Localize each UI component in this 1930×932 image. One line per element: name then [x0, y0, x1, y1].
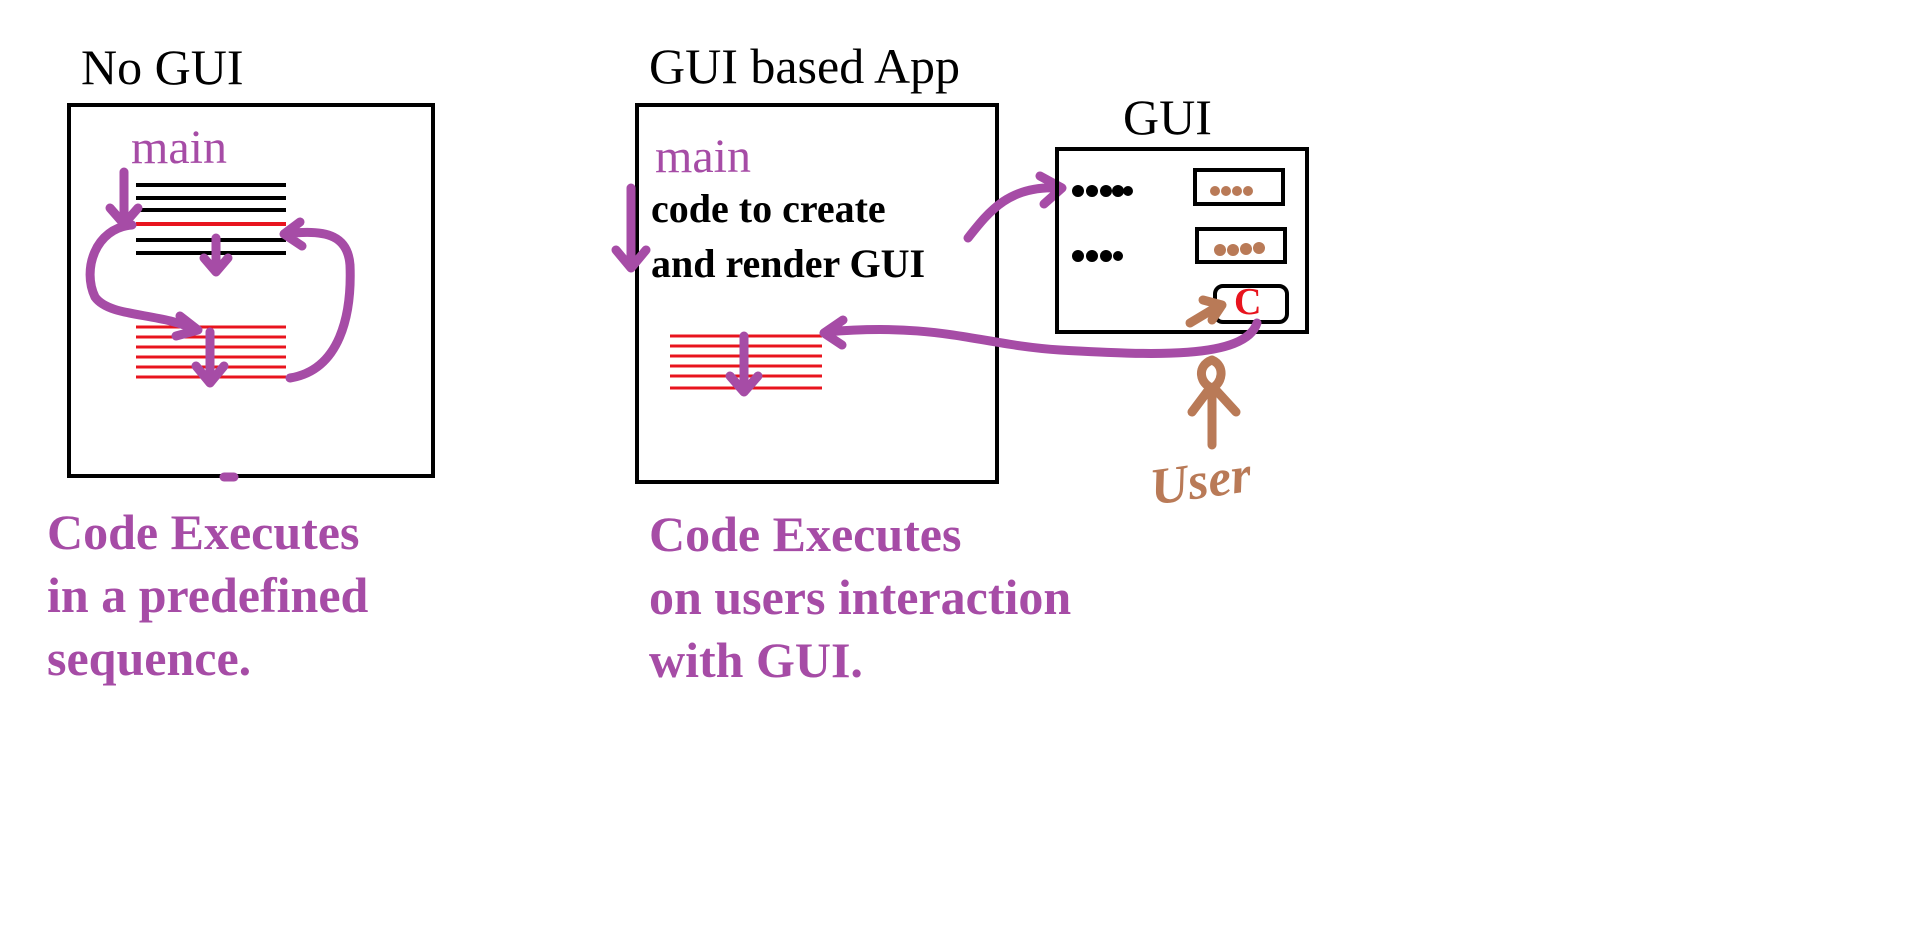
gui-app-handler-arrow [725, 331, 763, 397]
gui-app-panel: GUI based App main code to create and re… [611, 38, 1071, 688]
no-gui-black-code-lines [136, 183, 286, 255]
gui-window: GUI [1055, 89, 1309, 334]
user-label: User [1147, 446, 1256, 517]
no-gui-panel: No GUI main [47, 39, 435, 686]
gui-app-code-line2: and render GUI [651, 241, 925, 286]
gui-app-caption: Code Executes on users interaction with … [649, 506, 1071, 688]
gui-app-caption-line2: on users interaction [649, 569, 1071, 625]
no-gui-caption: Code Executes in a predefined sequence. [47, 504, 369, 686]
no-gui-main-label: main [131, 121, 227, 174]
gui-window-frame [1055, 147, 1309, 334]
user-figure [1185, 295, 1241, 450]
gui-text-field-2-content [1214, 242, 1265, 256]
flow-loop-right [279, 217, 355, 383]
no-gui-title: No GUI [81, 39, 243, 95]
gui-app-caption-line3: with GUI. [649, 632, 863, 688]
gui-app-start-arrow [611, 183, 651, 273]
gui-window-title: GUI [1123, 89, 1212, 145]
no-gui-caption-line3: sequence. [47, 630, 251, 686]
render-gui-arrow [963, 171, 1067, 243]
event-callback-arrow [819, 315, 1262, 358]
flow-arrow-down-3 [191, 327, 229, 388]
gui-label-2 [1072, 250, 1123, 262]
gui-app-main-label: main [655, 130, 751, 183]
gui-app-caption-line1: Code Executes [649, 506, 961, 562]
flow-loop-left [85, 220, 203, 341]
gui-app-code-line1: code to create [651, 186, 886, 231]
flow-arrow-down-2 [199, 233, 233, 277]
flow-arrow-down-1 [105, 167, 143, 229]
gui-app-program-box [635, 103, 999, 484]
gui-text-field-2[interactable] [1195, 227, 1287, 264]
user-click-pointer [1185, 295, 1227, 328]
user-stick-figure [1187, 355, 1241, 450]
gui-app-title: GUI based App [649, 38, 960, 94]
no-gui-caption-line1: Code Executes [47, 504, 359, 560]
gui-button-c-label: C [1234, 281, 1261, 323]
gui-label-1 [1072, 185, 1133, 197]
no-gui-execution-flow [85, 167, 355, 482]
no-gui-caption-line2: in a predefined [47, 567, 369, 623]
no-gui-program-box [67, 103, 435, 478]
gui-text-field-1-content [1210, 186, 1253, 196]
